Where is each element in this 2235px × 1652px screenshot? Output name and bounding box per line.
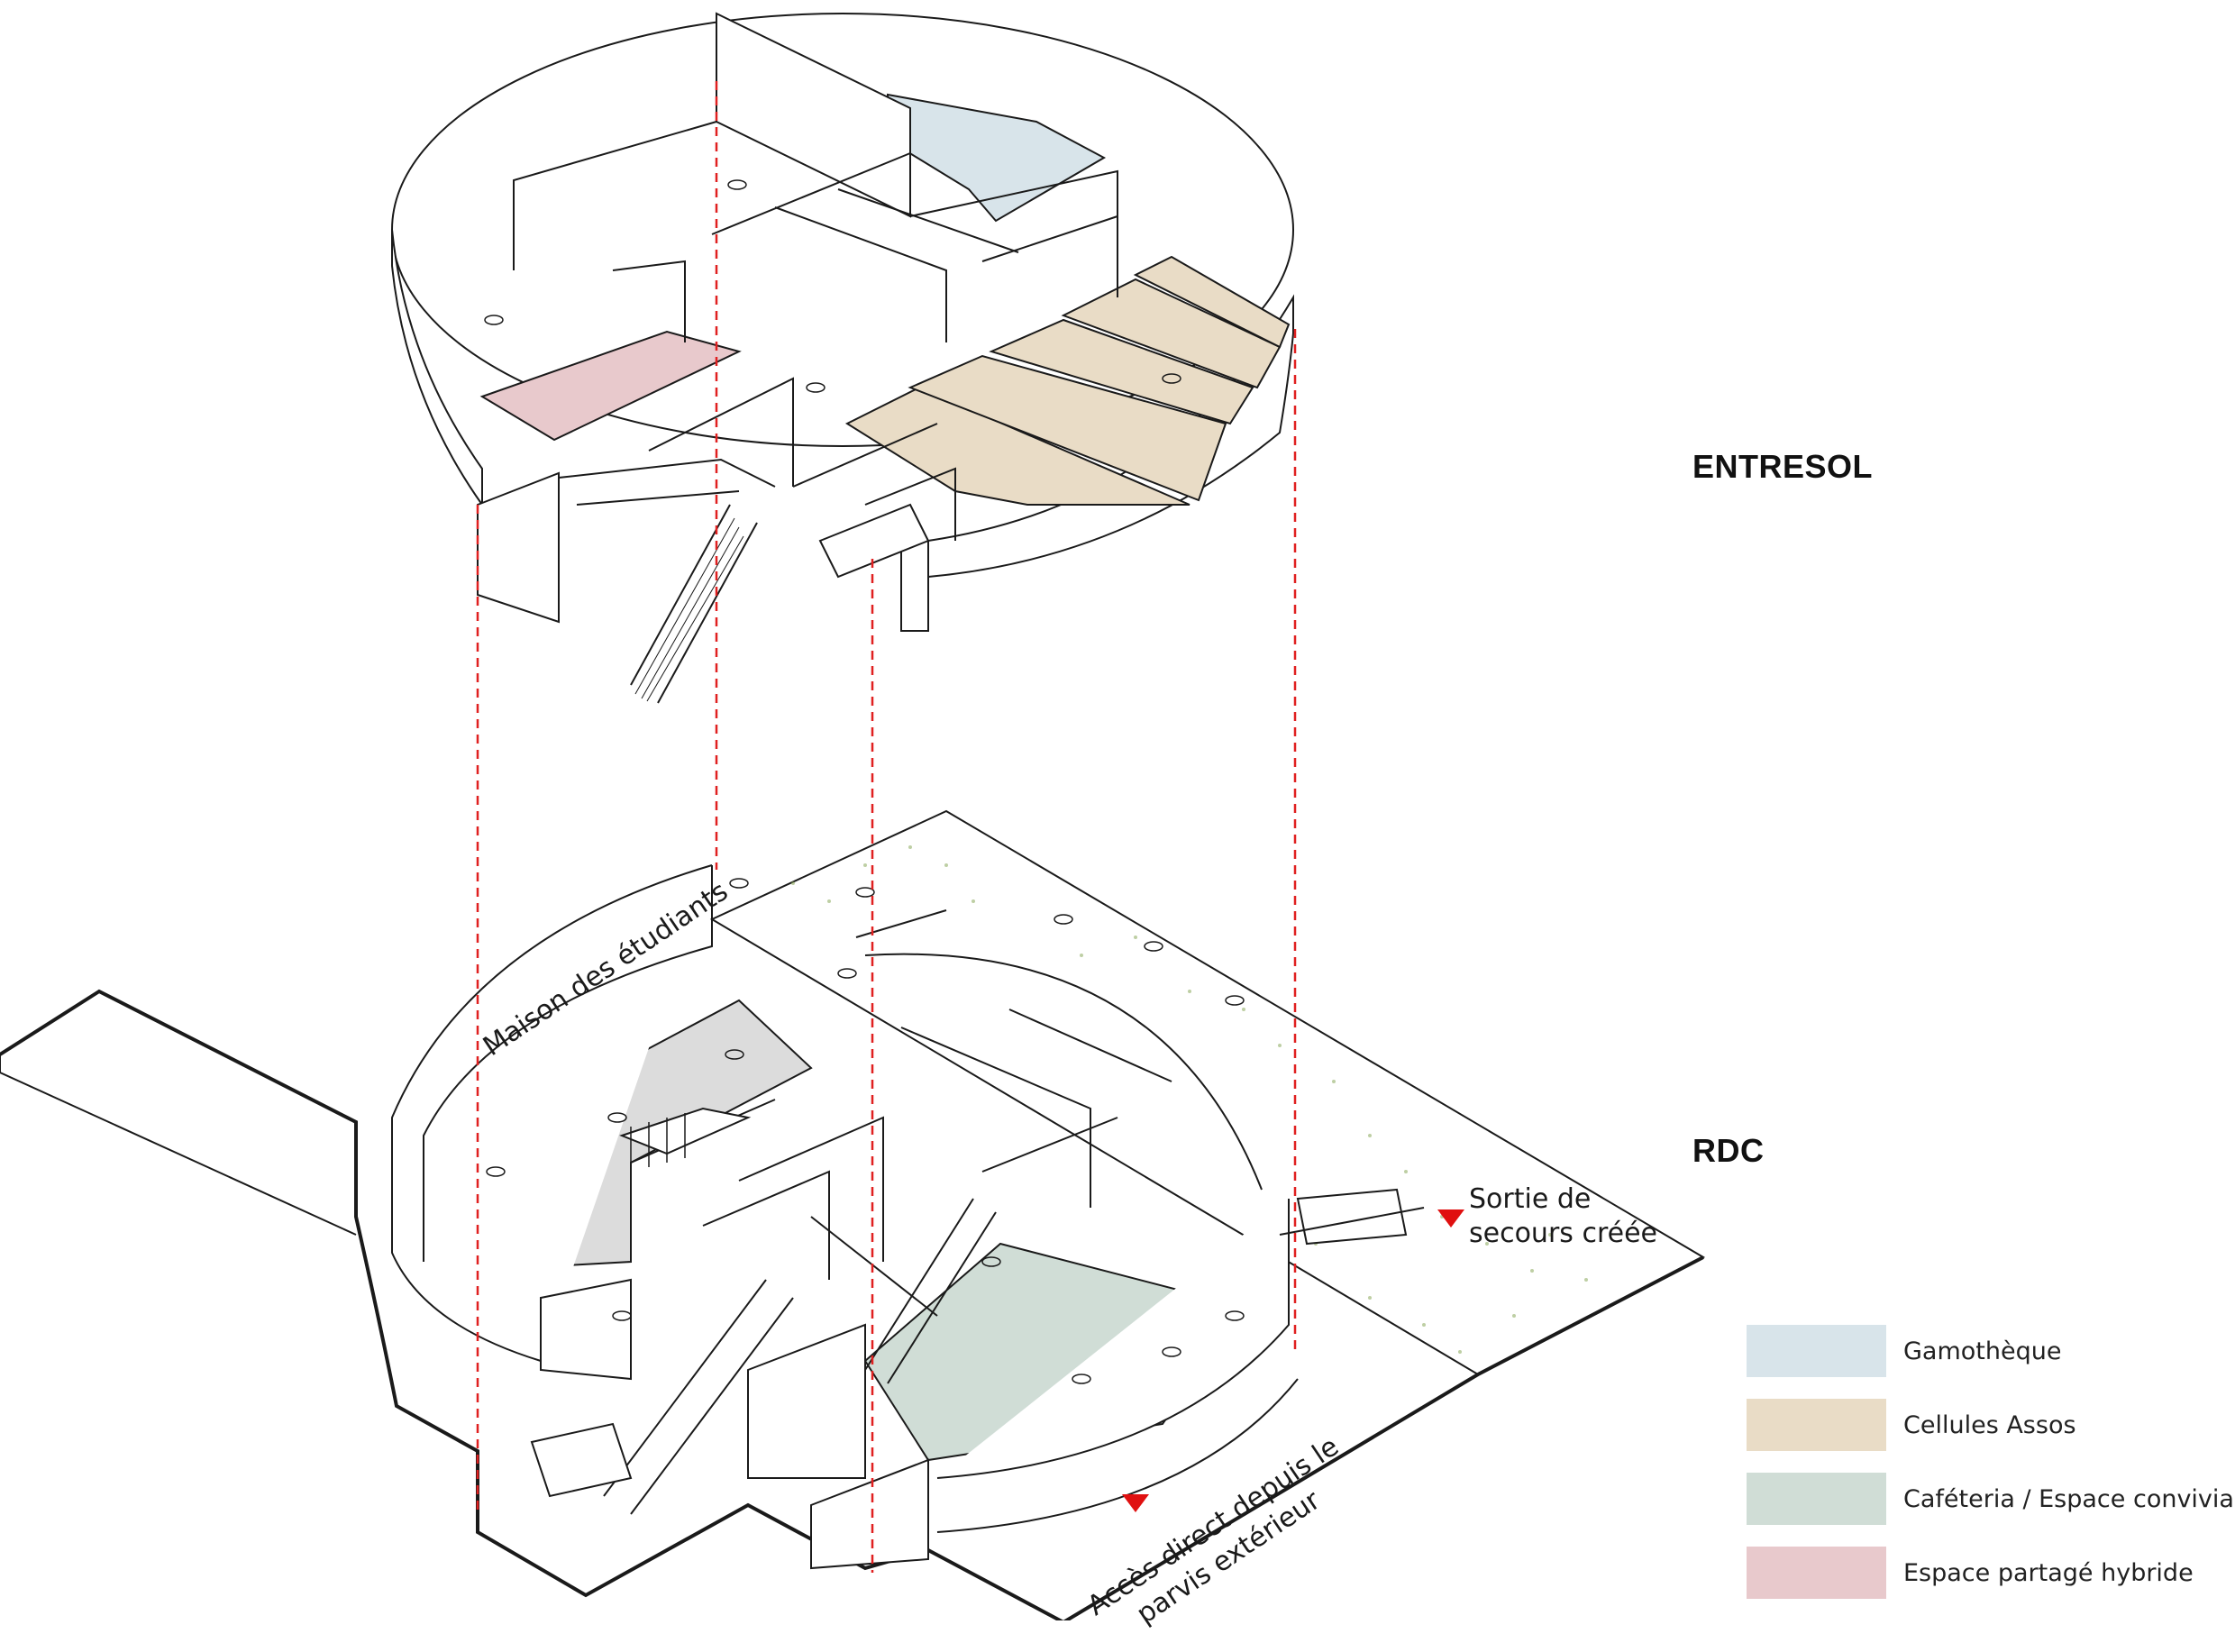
room-cellules-1 (844, 386, 1190, 506)
legend-item-espace-partage: Espace partagé hybride (1747, 1547, 2233, 1599)
rdc-curtain-wall-right (936, 1199, 1290, 1479)
legend-label: Espace partagé hybride (1903, 1559, 2194, 1587)
annotation-sortie-line1: Sortie de (1469, 1183, 1592, 1215)
rdc-staircases (530, 1107, 1425, 1515)
room-cellules-3 (989, 318, 1254, 425)
level-label-rdc: RDC (1692, 1132, 1765, 1169)
legend-item-cellules: Cellules Assos (1747, 1399, 2233, 1451)
legend-label: Cellules Assos (1903, 1411, 2076, 1439)
rdc-curtain-wall-left (391, 864, 713, 1362)
room-cellules-2 (908, 354, 1227, 502)
marker-sortie-secours (1437, 1209, 1464, 1228)
entresol-staircase (558, 458, 776, 704)
room-cellules-5 (1133, 255, 1291, 349)
annotation-sortie-line2: secours créée (1469, 1218, 1657, 1249)
rdc-base-outline (0, 989, 1704, 1620)
legend-swatch (1747, 1325, 1886, 1377)
legend-label: Gamothèque (1903, 1337, 2062, 1365)
room-espace-partage (479, 330, 742, 442)
level-label-entresol: ENTRESOL (1692, 448, 1874, 485)
alignment-guides (476, 81, 1297, 1573)
legend-swatch (1747, 1473, 1886, 1525)
rdc-model (0, 809, 1706, 1620)
entresol-columns (484, 179, 1181, 393)
rdc-columns (486, 878, 1245, 1384)
annotation-sortie-secours: Sortie de secours créée (1469, 1182, 1657, 1251)
legend-item-cafeteria: Caféteria / Espace convivial (1747, 1473, 2235, 1525)
legend-swatch (1747, 1399, 1886, 1451)
vegetation-speckle (791, 845, 1588, 1354)
legend-swatch (1747, 1547, 1886, 1599)
entresol-model (391, 12, 1294, 704)
legend-item-gamotheque: Gamothèque (1747, 1325, 2233, 1377)
marker-acces-direct (1122, 1494, 1149, 1512)
legend-label: Caféteria / Espace convivial (1903, 1485, 2235, 1513)
